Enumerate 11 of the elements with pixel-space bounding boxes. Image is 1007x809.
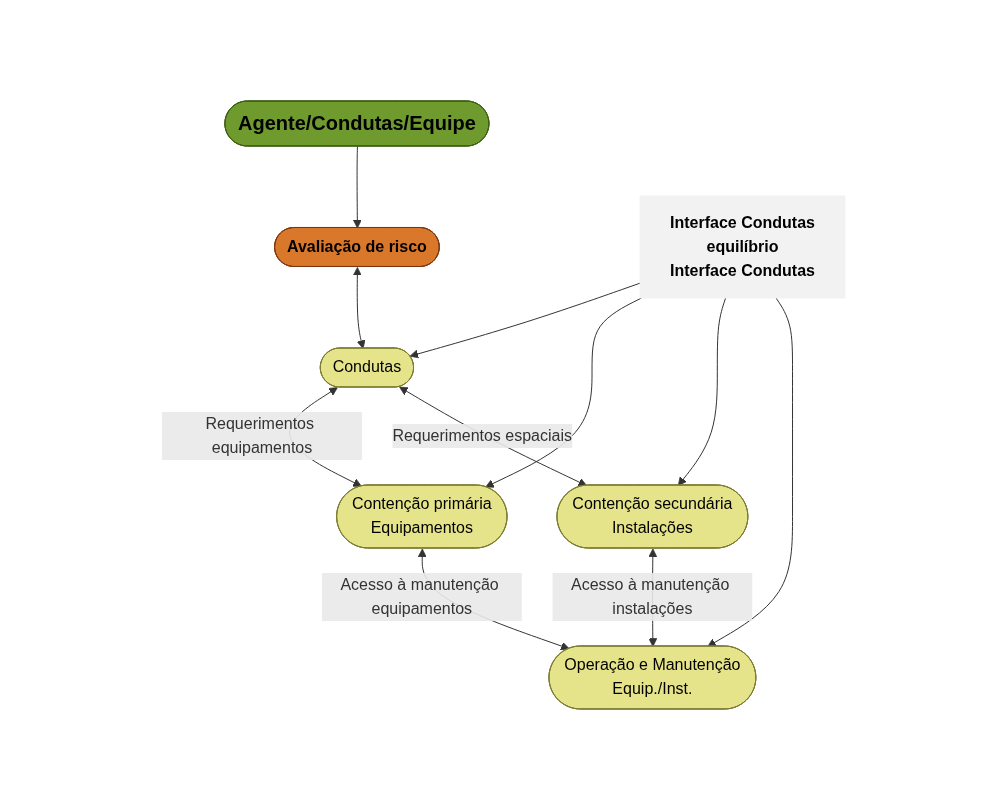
arrow <box>677 297 727 486</box>
arrow <box>409 282 641 358</box>
node-box: Interface Condutas equilíbrio Interface Condutas <box>639 195 846 298</box>
arrow <box>352 145 362 228</box>
edge-label: Requerimentos equipamentos <box>205 414 315 456</box>
arrow <box>707 297 793 647</box>
arrow <box>485 297 643 488</box>
edge-label: Acesso à manutenção equipamentos <box>340 575 499 617</box>
arrow <box>352 266 366 349</box>
edge-label: Requerimentos espaciais <box>392 426 573 444</box>
edge-label: Acesso à manutenção instalações <box>571 575 730 617</box>
